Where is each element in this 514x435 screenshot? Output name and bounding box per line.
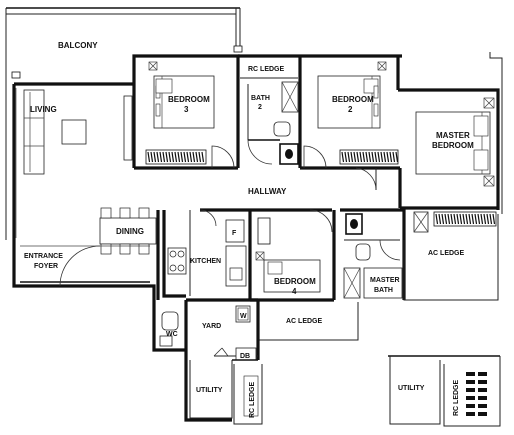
foyer-label: FOYER [34, 263, 58, 270]
balcony-label: BALCONY [58, 41, 98, 50]
kitchen-label: KITCHEN [190, 258, 221, 265]
utility-alt-inset [388, 355, 501, 427]
fridge-label: F [232, 230, 237, 237]
stove-icon [167, 247, 187, 275]
utility-alt-label: UTILITY [398, 385, 425, 392]
basin-icon [159, 335, 173, 347]
bath2-label: BATH [251, 95, 270, 102]
toilet-icon [161, 311, 179, 331]
wardrobe-hangers [147, 151, 205, 163]
ac-ledge-mid-label: AC LEDGE [286, 318, 323, 325]
wardrobe-hangers [435, 213, 496, 225]
bath2-area [238, 54, 302, 168]
hallway-door [355, 167, 377, 191]
bedroom2-label: BEDROOM [332, 95, 374, 104]
ac-ledge-right-label: AC LEDGE [428, 250, 465, 257]
master-bath-area [340, 208, 406, 300]
hallway-label: HALLWAY [248, 187, 287, 196]
db-label: DB [240, 353, 250, 360]
bedroom2-area [300, 54, 402, 170]
ac-ledge-right-area [403, 211, 499, 301]
washer-icon [235, 305, 251, 323]
ac-units-icon [466, 372, 487, 416]
bedroom3-label: BEDROOM [168, 95, 210, 104]
column-marker [11, 71, 21, 79]
column-marker [233, 45, 243, 53]
bedroom2-number: 2 [348, 105, 353, 114]
sink-icon [229, 267, 243, 281]
entrance-label: ENTRANCE [24, 253, 63, 260]
bath2-number: 2 [258, 104, 262, 111]
yard-area [152, 298, 260, 422]
entrance-door [59, 245, 101, 287]
rc-ledge-alt-label: RC LEDGE [453, 380, 460, 417]
wc-label: WC [166, 331, 178, 338]
bedroom3-area [132, 54, 240, 170]
wardrobe-hangers [341, 151, 399, 163]
living-label: LIVING [30, 105, 57, 114]
master-bedroom-label-2: BEDROOM [432, 141, 474, 150]
utility-area [189, 347, 263, 425]
master-bath-label-2: BATH [374, 287, 393, 294]
dining-area [12, 207, 157, 300]
toilet-icon [355, 243, 371, 261]
rc-ledge-top-label: RC LEDGE [248, 66, 285, 73]
tv-console-icon [123, 95, 133, 161]
master-bedroom-area [398, 52, 503, 240]
bedroom3-number: 3 [184, 105, 189, 114]
rc-ledge-bottom-label: RC LEDGE [249, 382, 256, 419]
master-bath-label: MASTER [370, 277, 400, 284]
kitchen-area [156, 208, 252, 300]
utility-label: UTILITY [196, 387, 223, 394]
sofa-icon [23, 89, 45, 175]
yard-label: YARD [202, 323, 221, 330]
dining-table-icon [99, 217, 157, 245]
fridge-icon [225, 219, 245, 243]
toilet-icon [273, 121, 291, 137]
washer-label: W [240, 313, 247, 320]
coffee-table-icon [61, 119, 87, 145]
bedroom4-label: BEDROOM [274, 277, 316, 286]
bedroom4-number: 4 [292, 287, 297, 296]
master-bedroom-label: MASTER [436, 131, 470, 140]
bedroom4-area [250, 208, 336, 302]
living-area [12, 82, 134, 240]
wardrobe-icon [257, 217, 271, 245]
dining-label: DINING [116, 227, 144, 236]
balcony-area [5, 7, 243, 240]
